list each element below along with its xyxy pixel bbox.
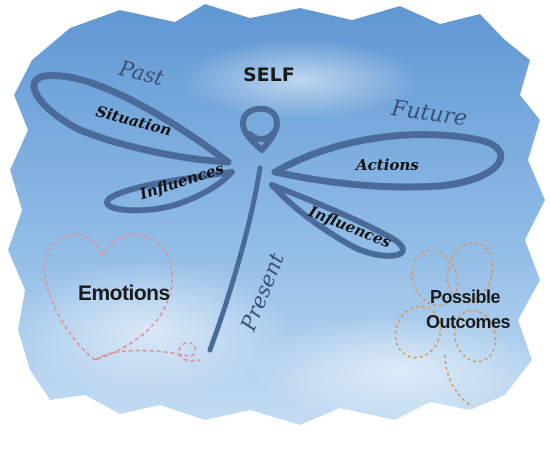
flower-outline	[394, 241, 497, 406]
wing-lower-left	[104, 169, 235, 214]
cloud-2	[250, 315, 550, 425]
cloud-3	[180, 40, 420, 120]
self-title: SELF	[243, 64, 295, 86]
cloud-1	[10, 260, 290, 400]
outcomes-label: Outcomes	[426, 312, 511, 332]
heart-outline	[44, 233, 201, 362]
possible-label: Possible	[430, 287, 501, 307]
dragonfly-body	[207, 165, 263, 353]
actions-label: Actions	[356, 156, 419, 174]
dragonfly-head	[240, 105, 280, 153]
wing-upper-right	[271, 131, 505, 191]
emotions-label: Emotions	[78, 282, 170, 305]
dragonfly	[30, 72, 505, 353]
wing-upper-left	[30, 72, 232, 166]
wing-lower-right	[269, 182, 406, 259]
